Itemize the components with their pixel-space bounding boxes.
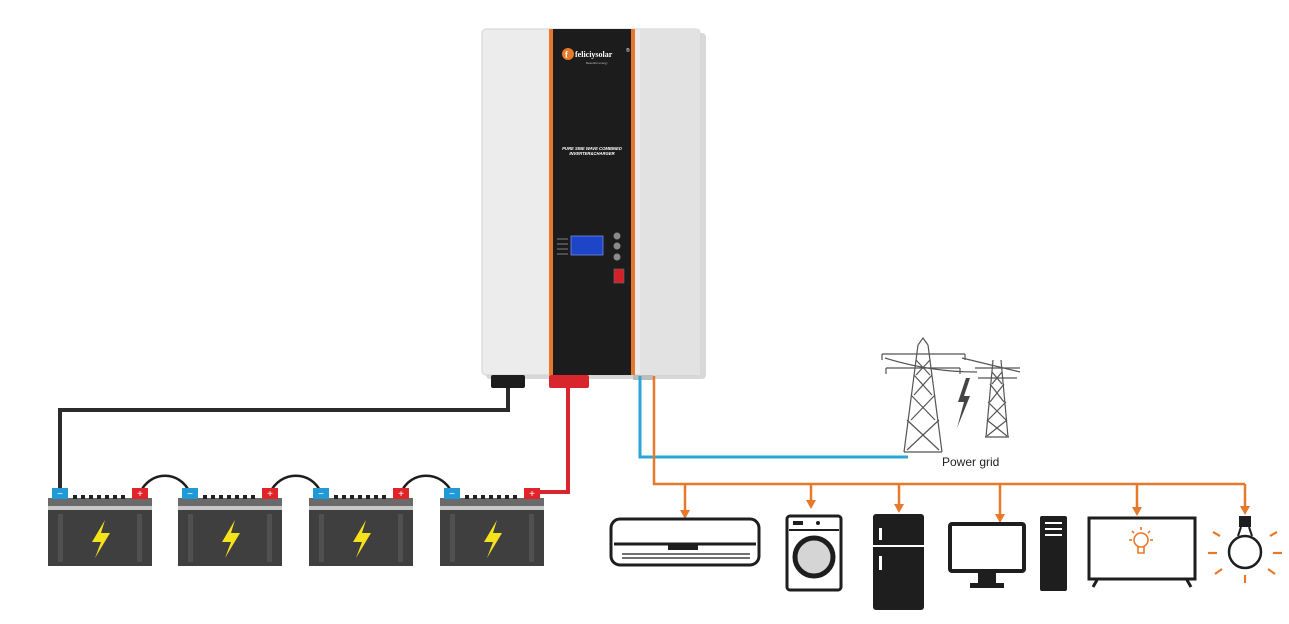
brand-logo-initial: f [565,50,569,60]
lcd-screen [570,235,604,256]
control-button-2[interactable] [613,242,621,250]
lcd-indicator-leds [557,238,568,255]
inverter-orange-trim-left [549,29,553,375]
inverter-front-panel [550,29,635,375]
dc-negative-connector [491,375,525,388]
terminal-neg-label: − [187,489,193,500]
control-button-3[interactable] [613,253,621,261]
lightning-icon [957,378,970,428]
battery-terminal-negative [52,488,68,499]
battery-terminal-positive [262,488,278,499]
terminal-pos-label: + [137,489,143,500]
grid-input-cable [638,376,908,459]
battery-terminal-negative [444,488,460,499]
terminal-neg-label: − [449,489,455,500]
inverter-body-right-shade [640,29,700,375]
terminal-neg-label: − [318,489,324,500]
terminal-neg-label: − [57,489,63,500]
battery-positive-cable [532,388,570,494]
light-rays [1208,531,1282,583]
model-line-1: PURE SINE WAVE COMBINED [562,146,622,151]
ac-connector [633,375,653,380]
dc-positive-connector [549,375,589,388]
inverter-orange-trim-right [631,29,635,375]
battery-terminal-positive [132,488,148,499]
battery-terminal-positive [393,488,409,499]
battery-bank: − + − + − [48,474,544,566]
tv-bulb-icon [1129,527,1153,554]
battery-bolt-icon [484,520,502,558]
battery-terminal-positive [524,488,540,499]
terminal-pos-label: + [398,489,404,500]
battery-jumper-cables [138,474,454,494]
terminal-pos-label: + [529,489,535,500]
battery-bolt-icon [222,520,240,558]
power-grid-label: Power grid [942,455,999,469]
battery-3: − + [309,488,413,566]
battery-terminal-negative [313,488,329,499]
model-line-2: INVERTER&CHARGER [569,151,614,156]
power-switch[interactable] [613,268,625,284]
inverter: f feliciysolar ® Beautiful energy PURE S… [481,28,706,388]
washing-machine-icon [785,514,843,592]
dc-cables [58,388,570,494]
brand-logo-icon [562,48,574,60]
battery-bolt-icon [353,520,371,558]
battery-1: − + [48,488,152,566]
brand-name: feliciysolar [575,50,613,59]
air-conditioner-icon [609,517,761,567]
brand-tagline: Beautiful energy [586,61,608,65]
battery-terminal-negative [182,488,198,499]
battery-2: − + [178,488,282,566]
television-icon [1087,516,1197,588]
terminal-pos-label: + [267,489,273,500]
battery-negative-cable [58,388,510,488]
control-button-1[interactable] [613,232,621,240]
ac-output-cables [652,376,1247,516]
brand-registered-mark: ® [626,47,630,54]
ac-output-arrows [680,500,1250,523]
refrigerator-icon [873,514,924,610]
power-grid-tower-icon [881,336,1021,453]
computer-icon [948,516,1067,591]
battery-4: − + [440,488,544,566]
battery-bolt-icon [92,520,110,558]
light-bulb-icon [1208,516,1282,583]
